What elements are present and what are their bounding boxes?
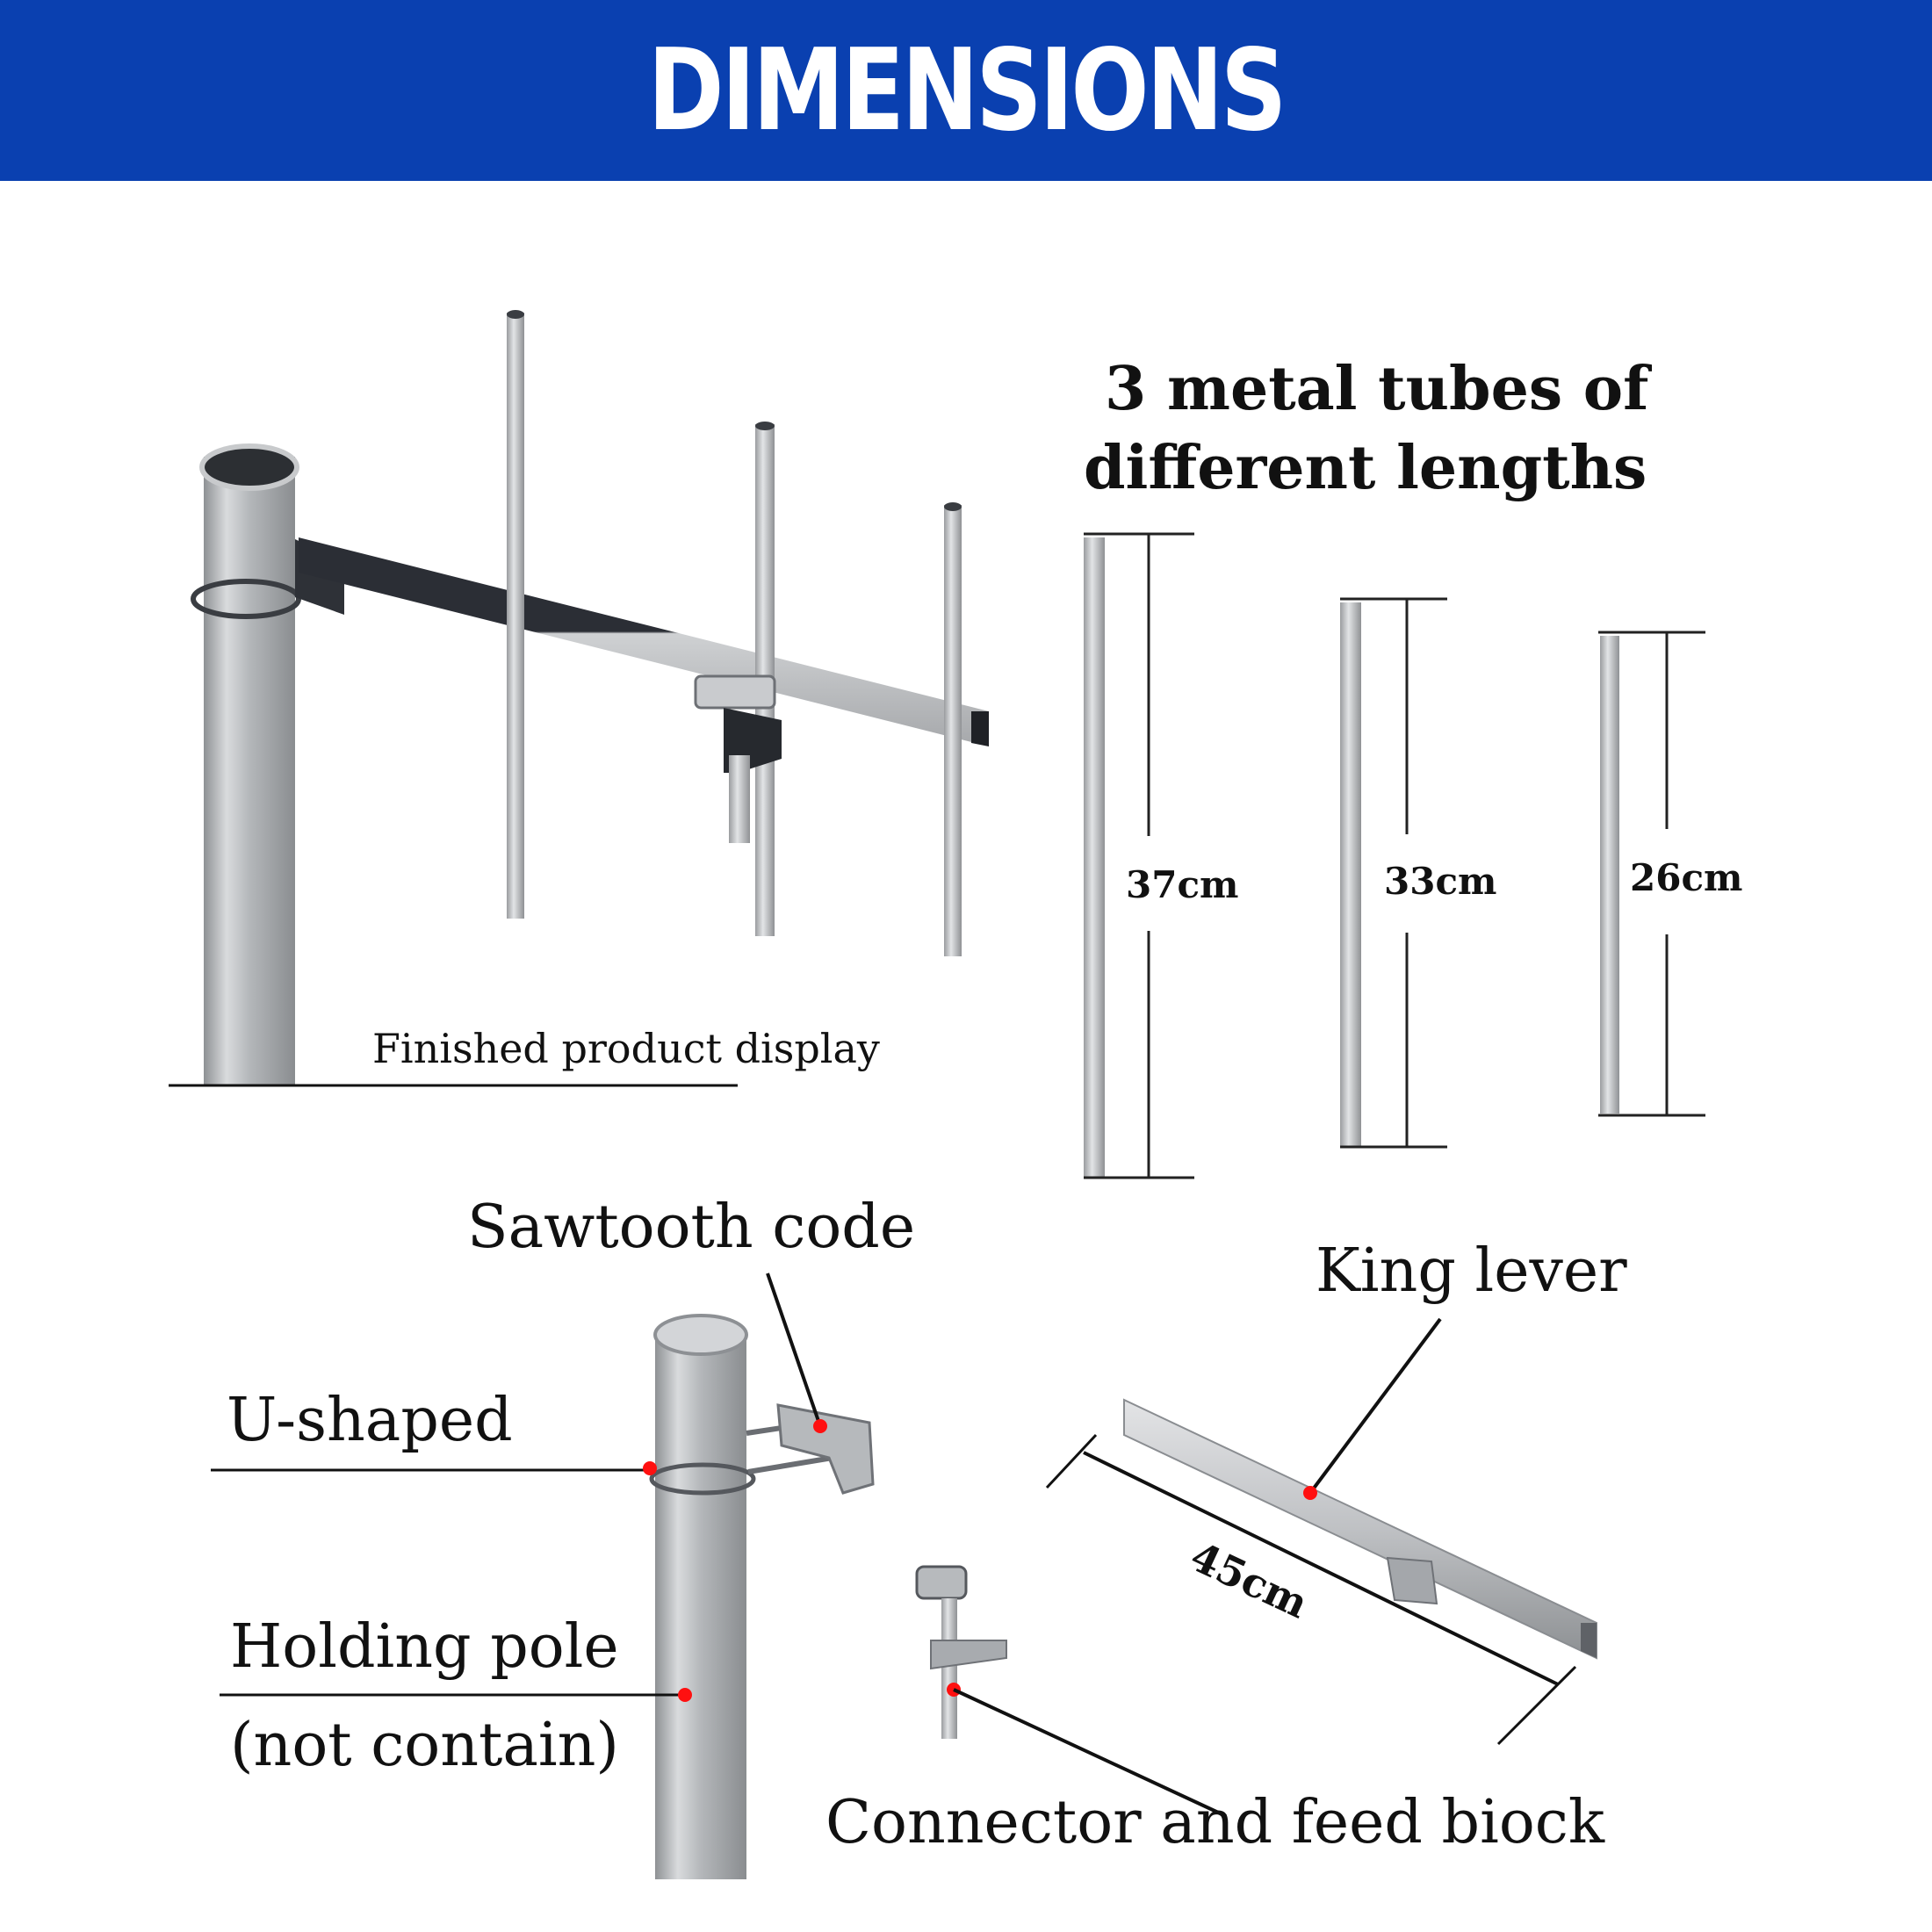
holding-pole-marker-dot: [678, 1688, 692, 1702]
tube-33cm: 33cm: [1340, 597, 1496, 1149]
lever-dimension-tick-right: [1496, 1665, 1577, 1746]
king-lever-mount: [1386, 1556, 1438, 1605]
tubes-heading-line2: different lengths: [1084, 433, 1647, 503]
tube-rod: [1340, 602, 1361, 1147]
tubes-section: 3 metal tubes of different lengths 37cm …: [1084, 354, 1742, 1179]
lever-dimension-tick-left: [1045, 1433, 1098, 1489]
finished-product-illustration: Finished product display: [169, 310, 989, 1087]
connector-barrel: [915, 1565, 968, 1600]
element-rod-3-cap: [944, 502, 962, 511]
sawtooth-marker-dot: [813, 1419, 827, 1433]
tube-rod: [1084, 537, 1105, 1177]
tube-rod: [1600, 636, 1619, 1114]
mast-pole: [204, 457, 295, 1085]
tube-length-label: 37cm: [1126, 863, 1238, 906]
connector-post: [941, 1598, 957, 1739]
sawtooth-bracket: [776, 1403, 875, 1495]
boom: [299, 537, 989, 746]
page-title: DIMENSIONS: [647, 25, 1287, 156]
element-rod-1: [507, 313, 524, 919]
connector-label: Connector and feed biock: [825, 1788, 1605, 1857]
holding-pole-label-line1: Holding pole: [230, 1612, 619, 1682]
connector-feed-block: [915, 1565, 1007, 1739]
element-rod-2-cap: [755, 422, 775, 430]
header-banner: DIMENSIONS: [0, 0, 1932, 181]
connector-leader-line: [953, 1688, 1227, 1818]
sawtooth-leader-line: [766, 1272, 822, 1427]
holding-pole: [655, 1335, 746, 1879]
king-lever-bar: [1123, 1398, 1597, 1660]
tube-length-label: 33cm: [1384, 860, 1496, 903]
mounting-parts-illustration: Sawtooth code U-shaped Holding pole (not…: [211, 1193, 915, 1879]
tube-26cm: 26cm: [1598, 631, 1742, 1117]
tube-length-label: 26cm: [1630, 856, 1742, 899]
finished-product-caption: Finished product display: [372, 1025, 880, 1072]
lever-dimension-line: [1083, 1451, 1559, 1686]
feed-stub: [729, 755, 750, 843]
tube-37cm: 37cm: [1084, 532, 1238, 1179]
king-lever-illustration: 45cm King lever Connector and feed biock: [825, 1236, 1627, 1857]
holding-pole-top: [653, 1314, 748, 1356]
element-rod-3: [944, 505, 962, 956]
u-clamp-ring: [191, 579, 301, 619]
tubes-heading-line1: 3 metal tubes of: [1105, 354, 1652, 424]
u-clamp: [649, 1462, 756, 1496]
u-shaped-marker-dot: [643, 1461, 657, 1475]
king-lever-end: [1581, 1623, 1597, 1658]
mast-top-opening: [199, 443, 299, 491]
element-rod-1-cap: [507, 310, 524, 319]
connector-plate: [930, 1640, 1007, 1670]
king-lever-marker-dot: [1303, 1486, 1317, 1500]
boom-end: [971, 711, 989, 746]
holding-pole-label-line2: (not contain): [230, 1711, 619, 1780]
king-lever-leader-line: [1308, 1317, 1442, 1495]
sawtooth-code-label: Sawtooth code: [467, 1193, 915, 1262]
king-lever-length-label: 45cm: [1183, 1532, 1315, 1627]
feed-block: [694, 674, 776, 710]
u-shaped-label: U-shaped: [227, 1386, 513, 1455]
king-lever-label: King lever: [1316, 1236, 1627, 1306]
